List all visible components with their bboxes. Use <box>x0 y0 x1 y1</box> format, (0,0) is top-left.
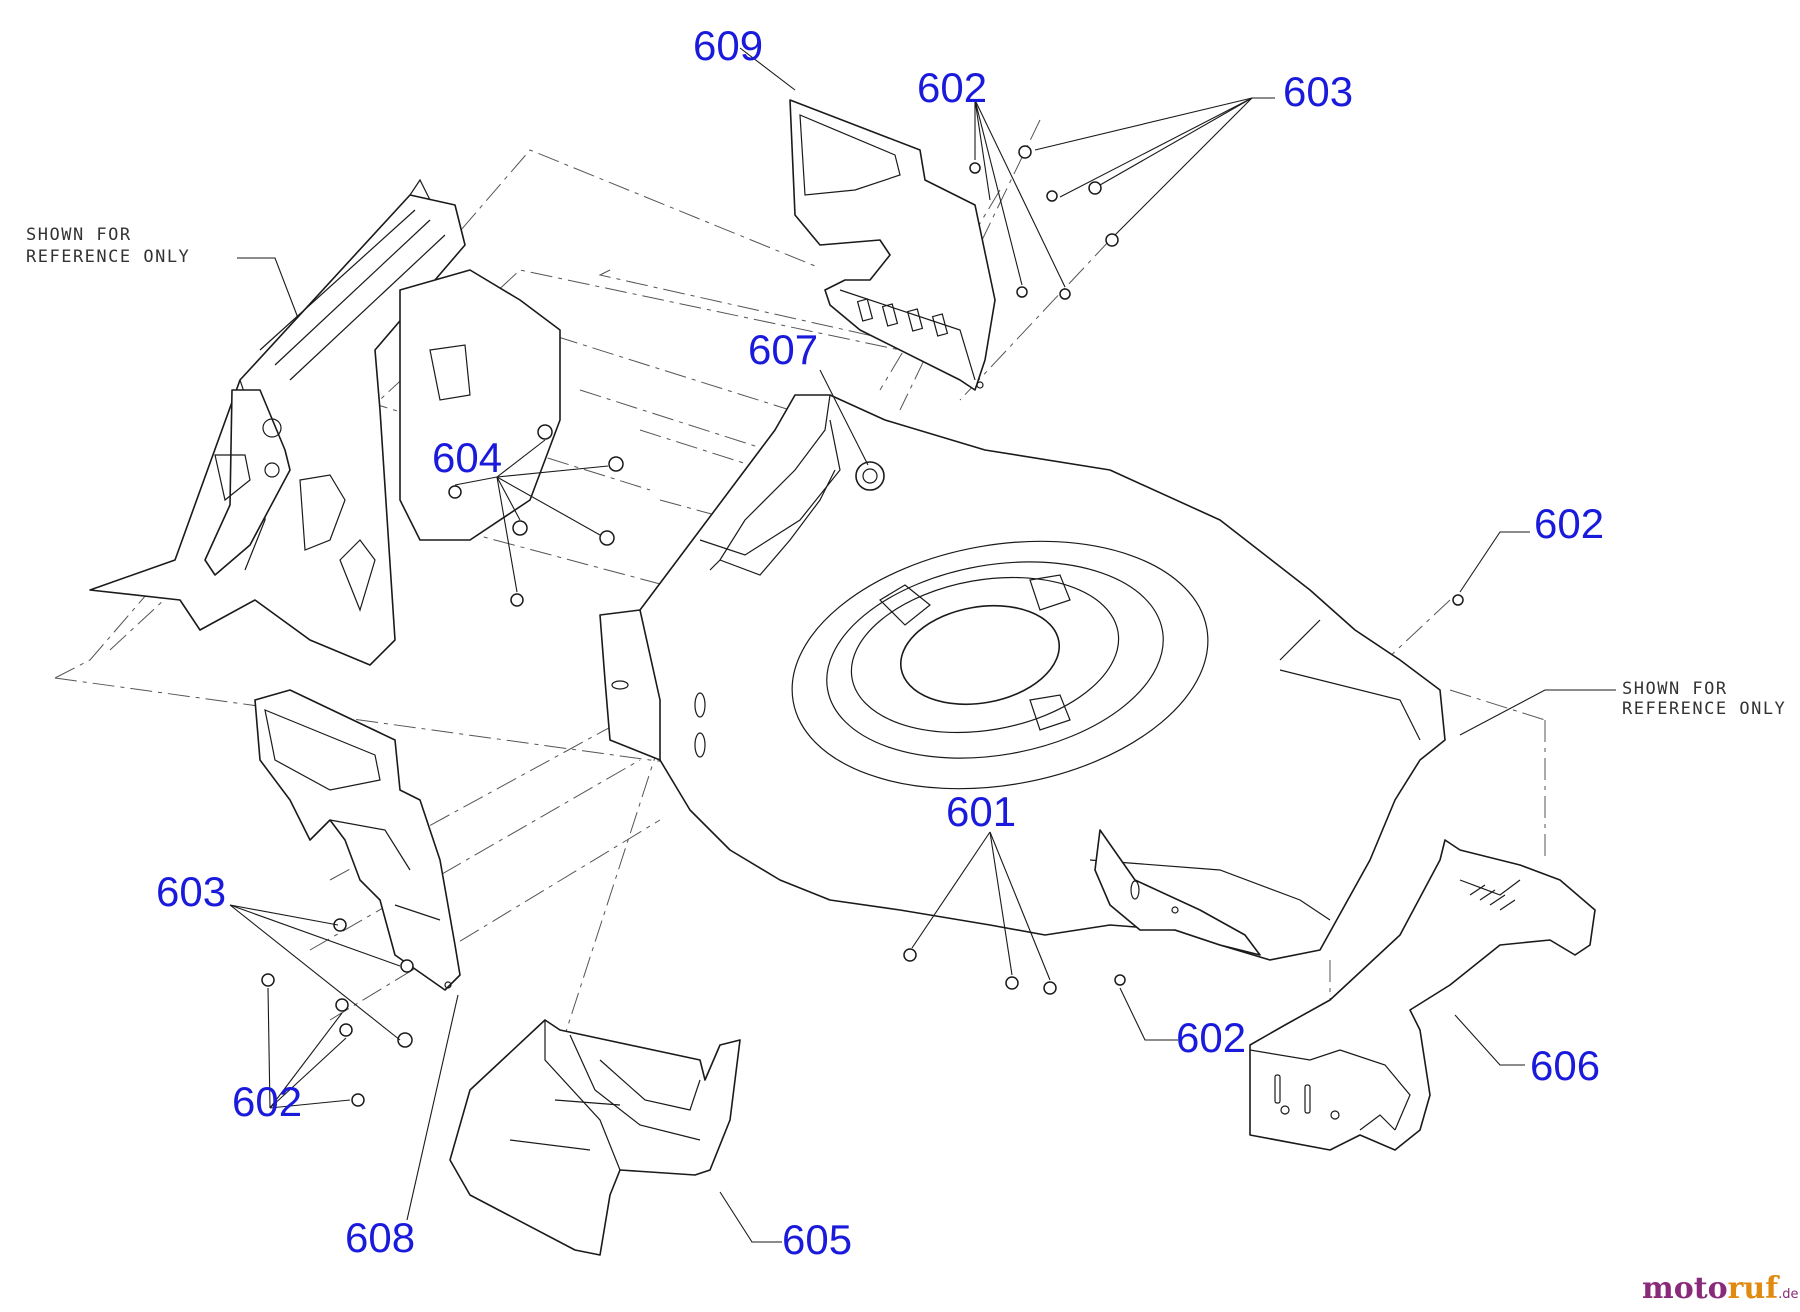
watermark-part2: ruf <box>1728 1271 1781 1306</box>
callout-603-top: 603 <box>1283 68 1353 115</box>
callout-609: 609 <box>693 22 763 69</box>
reference-note-left-line2: REFERENCE ONLY <box>26 247 190 267</box>
phantom-lines <box>54 119 1546 1051</box>
rear-frame-reference <box>89 178 561 666</box>
callout-605: 605 <box>782 1216 852 1263</box>
callout-601: 601 <box>946 788 1016 835</box>
mower-deck <box>599 394 1446 961</box>
rear-flap-606 <box>1249 839 1596 1151</box>
callout-608: 608 <box>345 1214 415 1261</box>
watermark-logo: motoruf.de <box>1642 1271 1799 1306</box>
leader-lines <box>229 47 1616 1243</box>
callout-607: 607 <box>748 326 818 373</box>
callout-603-left: 603 <box>156 868 226 915</box>
callout-602-bottom-left: 602 <box>232 1078 302 1125</box>
callout-604: 604 <box>432 434 502 481</box>
reference-note-right-line1: SHOWN FOR <box>1622 679 1728 699</box>
callout-602-top: 602 <box>917 64 987 111</box>
reference-note-left-line1: SHOWN FOR <box>26 225 132 245</box>
watermark-part1: moto <box>1642 1271 1728 1306</box>
callout-602-bottom-right: 602 <box>1176 1014 1246 1061</box>
callout-602-right: 602 <box>1534 500 1604 547</box>
lower-side-baffle-608 <box>254 689 461 991</box>
hardware-fasteners <box>261 145 1464 1107</box>
reference-note-right-line2: REFERENCE ONLY <box>1622 699 1786 719</box>
callout-606: 606 <box>1530 1042 1600 1089</box>
upper-side-baffle-609 <box>789 99 996 391</box>
watermark-tld: .de <box>1778 1287 1798 1302</box>
discharge-chute-605 <box>449 1019 741 1256</box>
